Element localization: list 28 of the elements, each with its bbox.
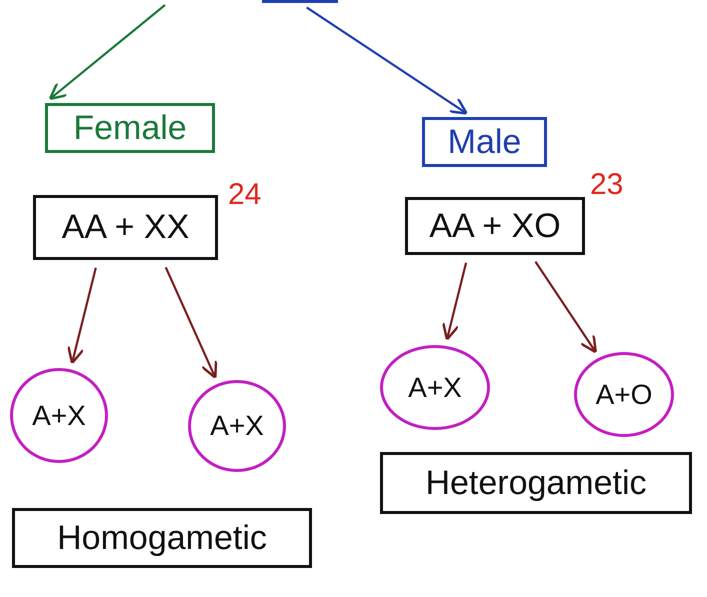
arrow bbox=[164, 266, 218, 379]
box-label: Heterogametic bbox=[425, 464, 647, 502]
gamete-label: A+X bbox=[32, 400, 86, 432]
label-box bbox=[45, 103, 215, 153]
gamete-label: A+X bbox=[408, 372, 462, 404]
box-label: AA + XX bbox=[62, 208, 190, 247]
arrow bbox=[534, 261, 597, 354]
arrow bbox=[48, 4, 166, 100]
gamete-circle bbox=[380, 345, 490, 430]
label-box bbox=[33, 195, 218, 260]
label-box bbox=[422, 117, 547, 167]
box-label: AA + XO bbox=[429, 206, 561, 246]
chromosome-count: 23 bbox=[590, 168, 624, 202]
label-box bbox=[12, 508, 312, 568]
chromosome-count: 24 bbox=[228, 178, 262, 212]
arrow bbox=[67, 268, 97, 364]
arrow bbox=[306, 6, 468, 115]
gamete-label: A+X bbox=[210, 410, 264, 442]
gamete-circle bbox=[188, 380, 286, 472]
gamete-circle bbox=[574, 352, 674, 437]
label-box bbox=[380, 452, 692, 514]
gamete-label: A+O bbox=[596, 378, 652, 410]
arrow bbox=[442, 262, 468, 341]
box-label: Female bbox=[73, 108, 187, 148]
box-label: Homogametic bbox=[57, 518, 267, 558]
box-label: Male bbox=[448, 122, 522, 162]
gamete-circle bbox=[10, 368, 108, 463]
label-box bbox=[405, 197, 585, 255]
